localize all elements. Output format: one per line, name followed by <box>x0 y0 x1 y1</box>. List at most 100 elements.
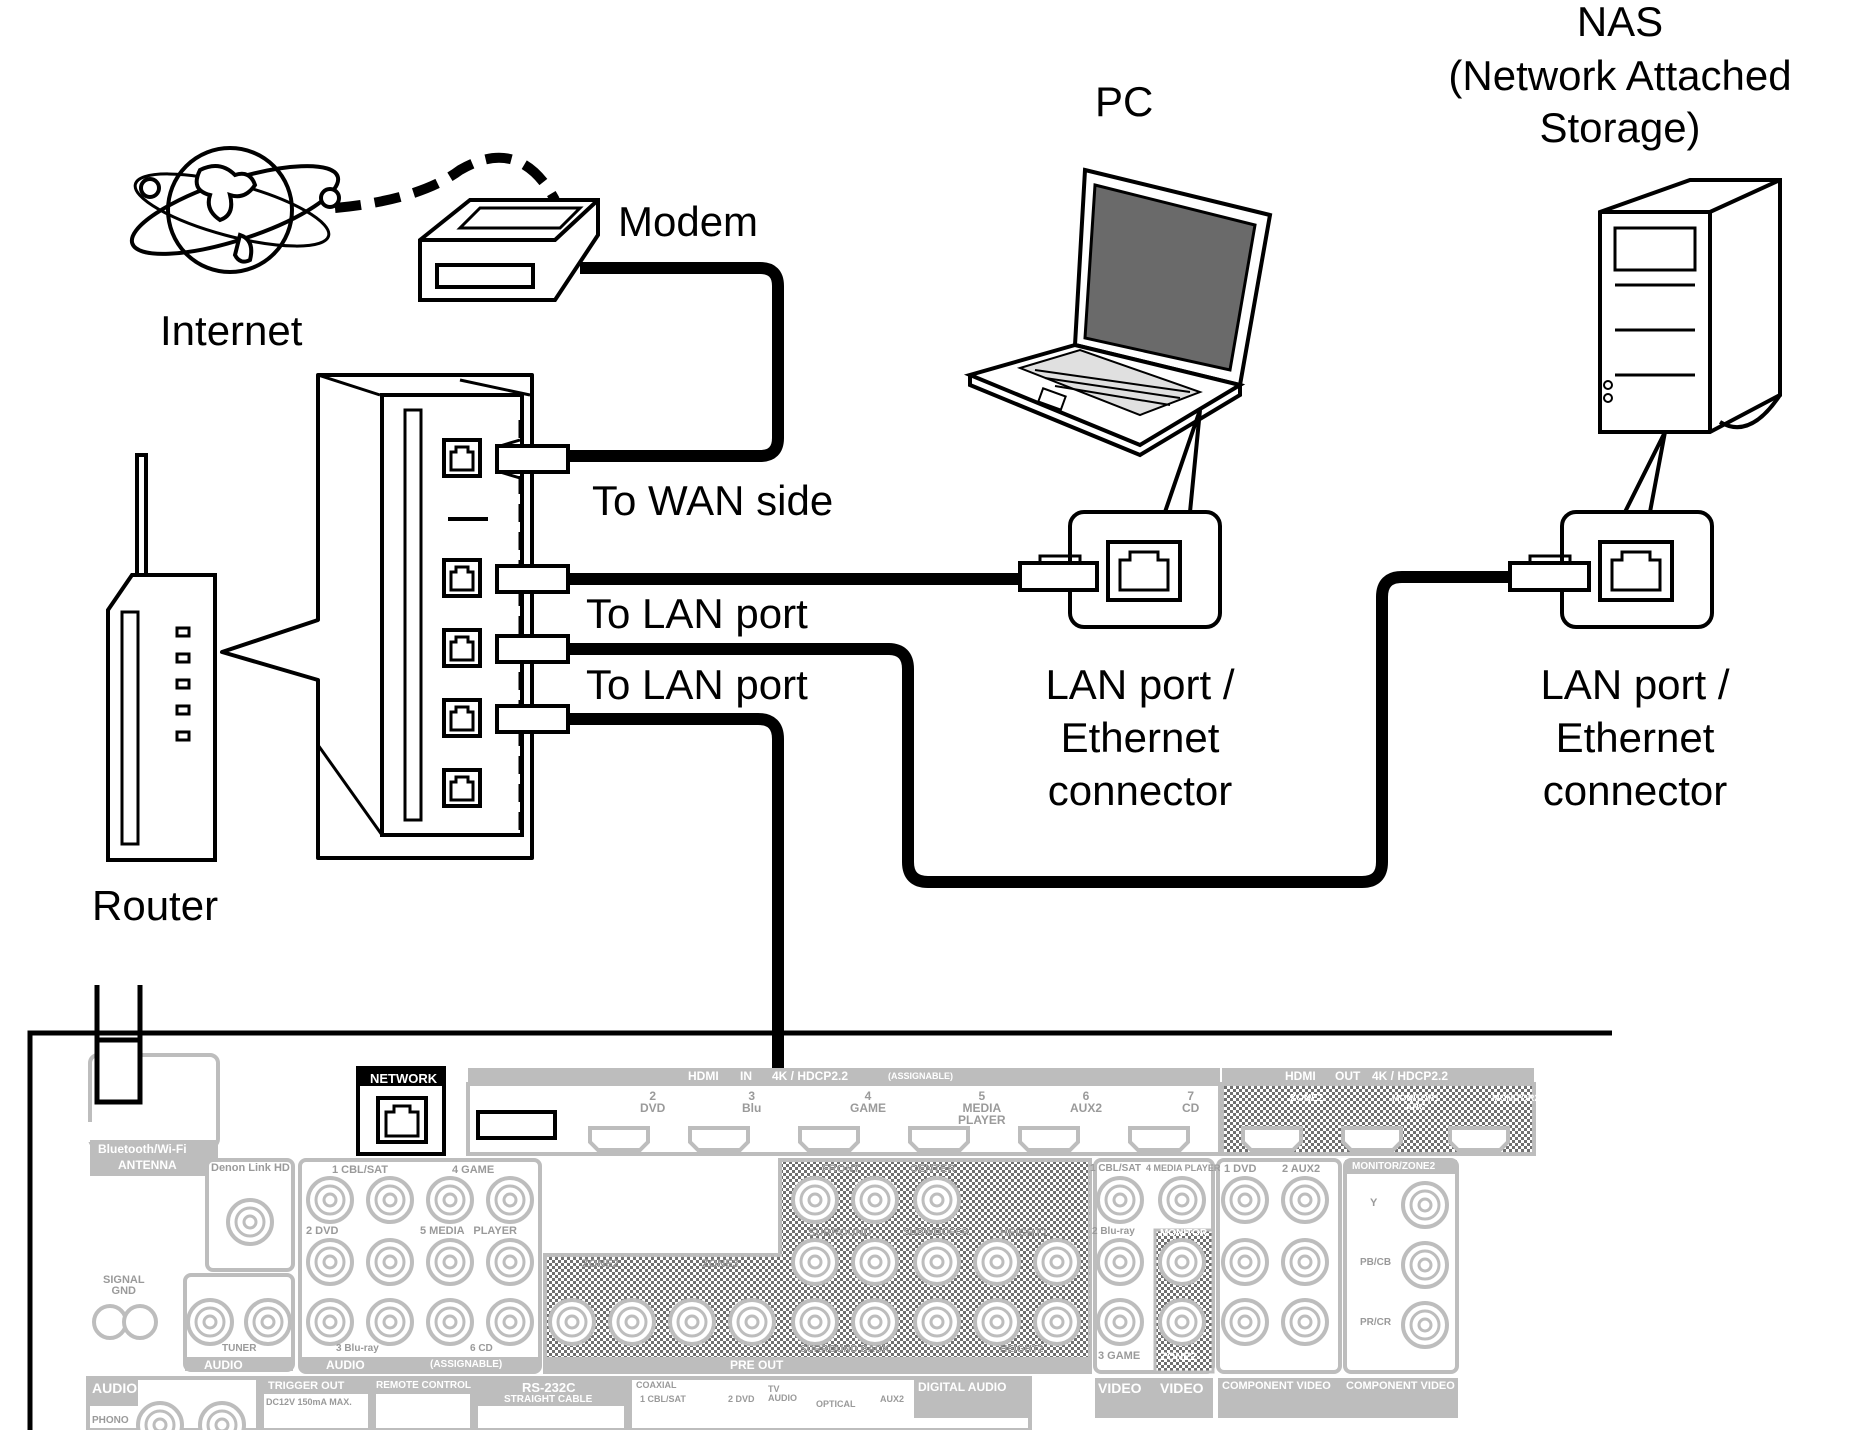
comp-y-label: Y <box>1370 1197 1378 1209</box>
pre-out-label: PRE OUT <box>730 1358 784 1372</box>
comp-in-label: COMPONENT VIDEO <box>1222 1380 1331 1392</box>
nas-storage-icon <box>1598 178 1782 434</box>
to-lan-label-1: To LAN port <box>586 590 808 637</box>
pc-callout-pointer <box>1163 409 1202 513</box>
audio-in-6: 6 CD <box>470 1343 493 1354</box>
audio-assignable-label: (ASSIGNABLE) <box>430 1359 503 1370</box>
router-lan-port-2-icon <box>442 628 482 668</box>
surround-back-label: SURROUND BACK <box>800 1344 890 1355</box>
router-icon <box>106 453 217 862</box>
lan-plug-1-icon <box>495 564 570 594</box>
aux2-optical-label: AUX2 <box>880 1394 905 1404</box>
pc-label: PC <box>1095 78 1154 125</box>
video-monitor-label: MONITOR <box>1160 1228 1208 1239</box>
pc-port-label-line3: connector <box>1047 767 1233 814</box>
audio-in-5: 5 MEDIA PLAYER <box>420 1225 517 1237</box>
nas-label-line1: NAS <box>1576 0 1664 45</box>
tuner-audio-label: AUDIO <box>204 1358 243 1372</box>
nas-cable <box>568 571 1510 888</box>
nas-plug-icon <box>1508 554 1591 592</box>
video-zone2-label: ZONE2 <box>1160 1351 1197 1363</box>
comp-monitor-label: MONITOR/ZONE2 <box>1352 1161 1436 1172</box>
audio-in-2: 2 DVD <box>306 1225 339 1237</box>
video-media-label: 4 MEDIA PLAYER <box>1146 1163 1221 1173</box>
digital-audio-label: DIGITAL AUDIO <box>918 1380 1007 1394</box>
hdmi-out-zone2: ZONE2 <box>1290 1093 1324 1104</box>
audio-in-3: 3 Blu-ray <box>336 1343 379 1354</box>
audio-in-1: 1 CBL/SAT <box>332 1164 389 1176</box>
hdmi-in-spec: 4K / HDCP2.2 <box>772 1069 849 1083</box>
hdmi-in-2: 2 DVD <box>640 1089 666 1115</box>
zone3-preout-label: ZONE3 <box>702 1258 739 1270</box>
nas-callout-pointer <box>1623 431 1667 513</box>
receiver-cable <box>555 713 784 1131</box>
hdmi-in-3: 3 Blu <box>742 1089 762 1115</box>
comp-dvd-label: 1 DVD <box>1224 1163 1257 1175</box>
hdmi-in-assignable: (ASSIGNABLE) <box>888 1071 953 1081</box>
router-lan-port-1-icon <box>442 558 482 598</box>
router-label: Router <box>92 882 219 929</box>
remote-control-label: REMOTE CONTROL <box>376 1380 471 1391</box>
zone2-preout-label: ZONE2 <box>582 1258 619 1270</box>
trigger-out-label: TRIGGER OUT <box>268 1380 345 1392</box>
hdmi-out-monitor1: MONITOR1 ARC <box>1392 1093 1440 1112</box>
video-bluray-label: 2 Blu-ray <box>1092 1226 1135 1237</box>
network-port-label: NETWORK <box>370 1071 438 1086</box>
phono-audio-label: AUDIO <box>92 1380 138 1396</box>
router-lan-port-4-icon <box>442 768 482 808</box>
surround-label: SURROUND <box>808 1227 872 1239</box>
tv-audio-label: TV AUDIO <box>768 1384 797 1403</box>
nas-port-label-line3: connector <box>1542 767 1728 814</box>
lan-plug-2-icon <box>495 634 570 664</box>
video-out-label: VIDEO <box>1160 1380 1204 1396</box>
nas-lan-port-icon <box>1598 540 1674 602</box>
comp-aux2-label: 2 AUX2 <box>1282 1163 1321 1175</box>
hdmi-in-header: HDMI <box>688 1069 719 1083</box>
front-label: FRONT <box>822 1163 860 1175</box>
hdmi-out-spec: 4K / HDCP2.2 <box>1372 1069 1449 1083</box>
comp-pr-label: PR/CR <box>1360 1317 1392 1328</box>
audio-in-4: 4 GAME <box>452 1164 495 1176</box>
modem-label: Modem <box>618 198 759 245</box>
nas-port-label-line2: Ethernet <box>1555 714 1715 761</box>
coax-cbl-label: 1 CBL/SAT <box>640 1394 686 1404</box>
hdmi-out-monitor2: MONITOR2 <box>1492 1093 1540 1103</box>
modem-cable <box>555 262 784 462</box>
receiver-plug-icon <box>476 1110 557 1140</box>
internet-label: Internet <box>160 307 303 354</box>
bt-antenna-label-2: ANTENNA <box>118 1158 177 1172</box>
coaxial-label: COAXIAL <box>636 1380 677 1390</box>
internet-globe-icon <box>129 146 341 274</box>
hdmi-in-6: 6 AUX2 <box>1070 1089 1103 1115</box>
nas-label-line2: (Network Attached <box>1448 52 1792 99</box>
hdmi-out-header: HDMI <box>1285 1069 1316 1083</box>
internet-dashed-link <box>334 152 560 213</box>
to-wan-label: To WAN side <box>592 477 834 524</box>
nas-label-line3: Storage) <box>1539 104 1701 151</box>
lan-plug-3-icon <box>495 704 570 734</box>
hdmi-in-5: 5 MEDIA PLAYER <box>958 1089 1006 1127</box>
coax-dvd-label: 2 DVD <box>728 1394 755 1404</box>
trigger-spec-label: DC12V 150mA MAX. <box>266 1397 352 1407</box>
pc-port-label-line1: LAN port / <box>1045 661 1235 708</box>
phono-label: PHONO <box>92 1415 129 1426</box>
to-lan-label-2: To LAN port <box>586 661 808 708</box>
denon-link-label: Denon Link HD <box>211 1162 290 1174</box>
nas-port-label-line1: LAN port / <box>1540 661 1730 708</box>
pc-plug-icon <box>1018 554 1099 592</box>
height1-label: HEIGHT1 <box>1000 1227 1048 1239</box>
laptop-pc-icon <box>963 167 1273 458</box>
straight-cable-label: STRAIGHT CABLE <box>504 1394 593 1405</box>
hdmi-out-tag: OUT <box>1335 1069 1361 1083</box>
hdmi-in-7: 7 CD <box>1182 1089 1200 1115</box>
signal-gnd-label: SIGNAL GND <box>103 1274 145 1297</box>
wan-plug-icon <box>495 438 570 480</box>
rs232c-label: RS-232C <box>522 1380 576 1395</box>
bt-antenna-label-1: Bluetooth/Wi-Fi <box>98 1142 187 1156</box>
router-wan-port-icon <box>442 438 482 478</box>
modem-icon <box>418 198 600 302</box>
tuner-label: TUNER <box>222 1343 257 1354</box>
hdmi-in-tag: IN <box>740 1069 752 1083</box>
pc-lan-port-icon <box>1106 540 1182 602</box>
